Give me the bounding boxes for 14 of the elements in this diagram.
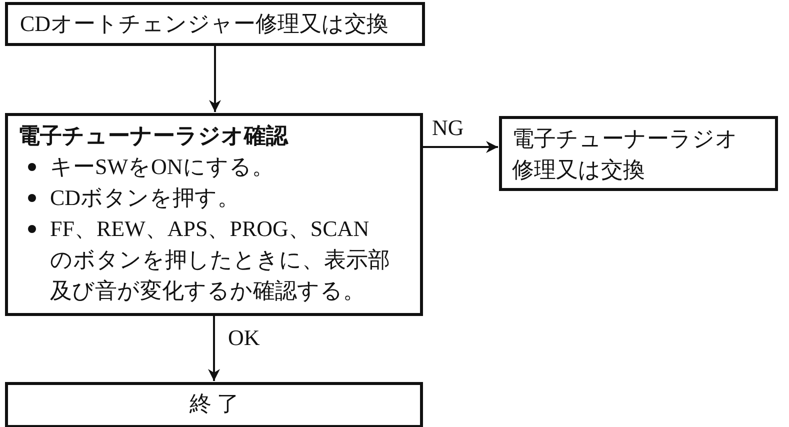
bullet-item: キーSWをONにする。 xyxy=(18,151,390,182)
arrow xyxy=(423,141,498,153)
box-heading: 電子チューナーラジオ確認 xyxy=(18,122,290,150)
bullet-item: FF、REW、APS、PROG、SCANのボタンを押したときに、表示部及び音が変化するか確認する。 xyxy=(18,213,390,306)
process-box xyxy=(5,2,425,46)
box-text: CDオートチェンジャー修理又は交換 xyxy=(20,10,390,38)
arrow xyxy=(208,316,220,381)
process-box xyxy=(499,116,778,191)
end-box xyxy=(5,382,423,427)
box-text: 終 了 xyxy=(188,390,240,418)
arrow xyxy=(209,46,221,112)
process-box xyxy=(5,113,423,316)
box-text: 電子チューナーラジオ修理又は交換 xyxy=(512,125,739,184)
bullet-item: CDボタンを押す。 xyxy=(18,182,390,213)
